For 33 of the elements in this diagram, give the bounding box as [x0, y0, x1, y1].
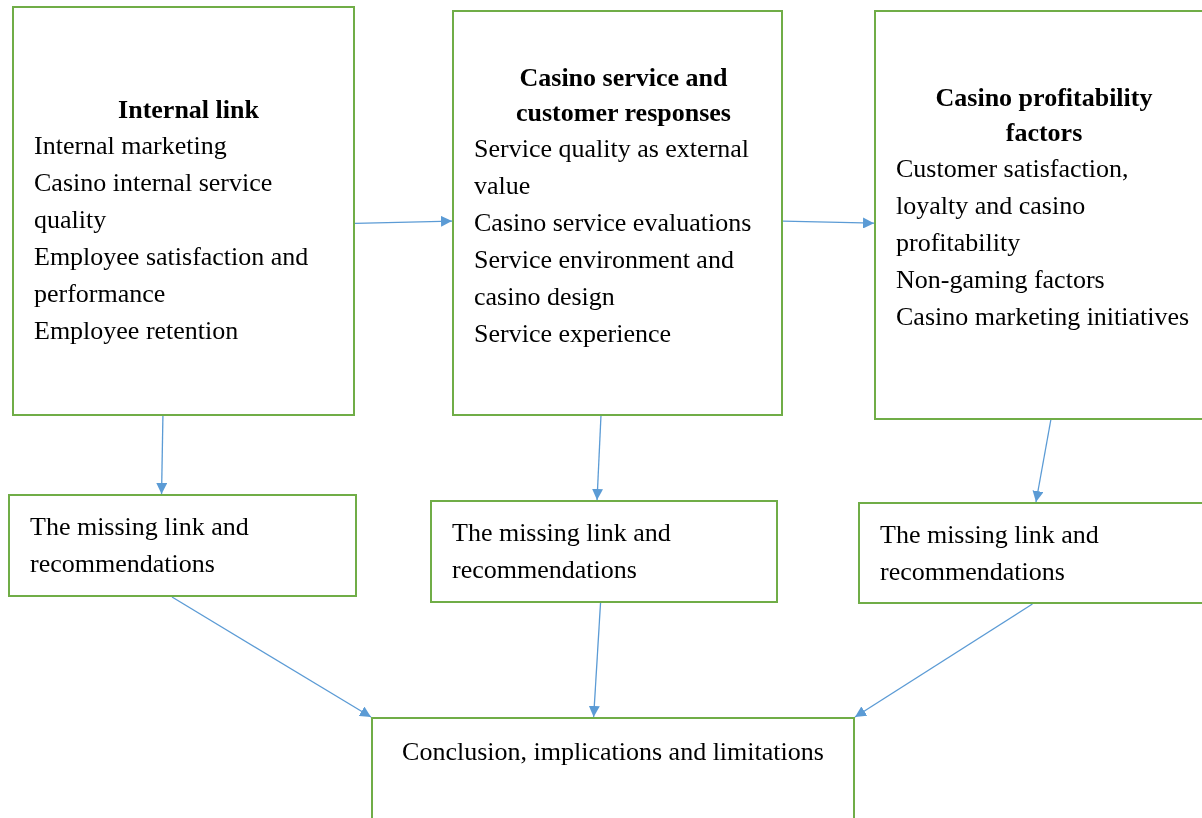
process-box: [858, 502, 1202, 604]
arrow: [1032, 419, 1052, 503]
arrow: [854, 603, 1034, 718]
arrow: [156, 415, 168, 495]
box-heading: Casino service and customer responses: [515, 62, 732, 129]
box-text: The missing link and recommendations: [30, 511, 250, 580]
arrow: [588, 602, 602, 718]
box-heading: Internal link: [117, 94, 260, 126]
box-text: The missing link and recommendations: [880, 519, 1100, 588]
process-box: [430, 500, 778, 603]
box-heading: Casino profitability factors: [934, 82, 1154, 149]
section-box: [874, 10, 1202, 420]
process-box: [371, 717, 855, 818]
box-text: Casino marketing initiatives: [896, 301, 1191, 333]
box-text: Service experience: [474, 318, 673, 350]
arrow: [354, 215, 453, 227]
box-text: Customer satisfaction, loyalty and casino profitability: [896, 153, 1130, 259]
box-text: Non-gaming factors: [896, 264, 1106, 296]
arrow: [782, 217, 875, 229]
box-text: Casino service evaluations: [474, 207, 753, 239]
arrow: [171, 596, 372, 718]
box-text: Casino internal service quality: [34, 167, 274, 236]
section-box: [12, 6, 355, 416]
box-text: Service environment and casino design: [474, 244, 735, 313]
box-text: Employee satisfaction and performance: [34, 241, 310, 310]
box-text: Service quality as external value: [474, 133, 751, 202]
box-text: Employee retention: [34, 315, 240, 347]
section-box: [452, 10, 783, 416]
box-text: Conclusion, implications and limitations: [401, 736, 825, 768]
box-text: Internal marketing: [34, 130, 228, 162]
box-text: The missing link and recommendations: [452, 517, 672, 586]
process-box: [8, 494, 357, 597]
arrow: [592, 415, 604, 501]
